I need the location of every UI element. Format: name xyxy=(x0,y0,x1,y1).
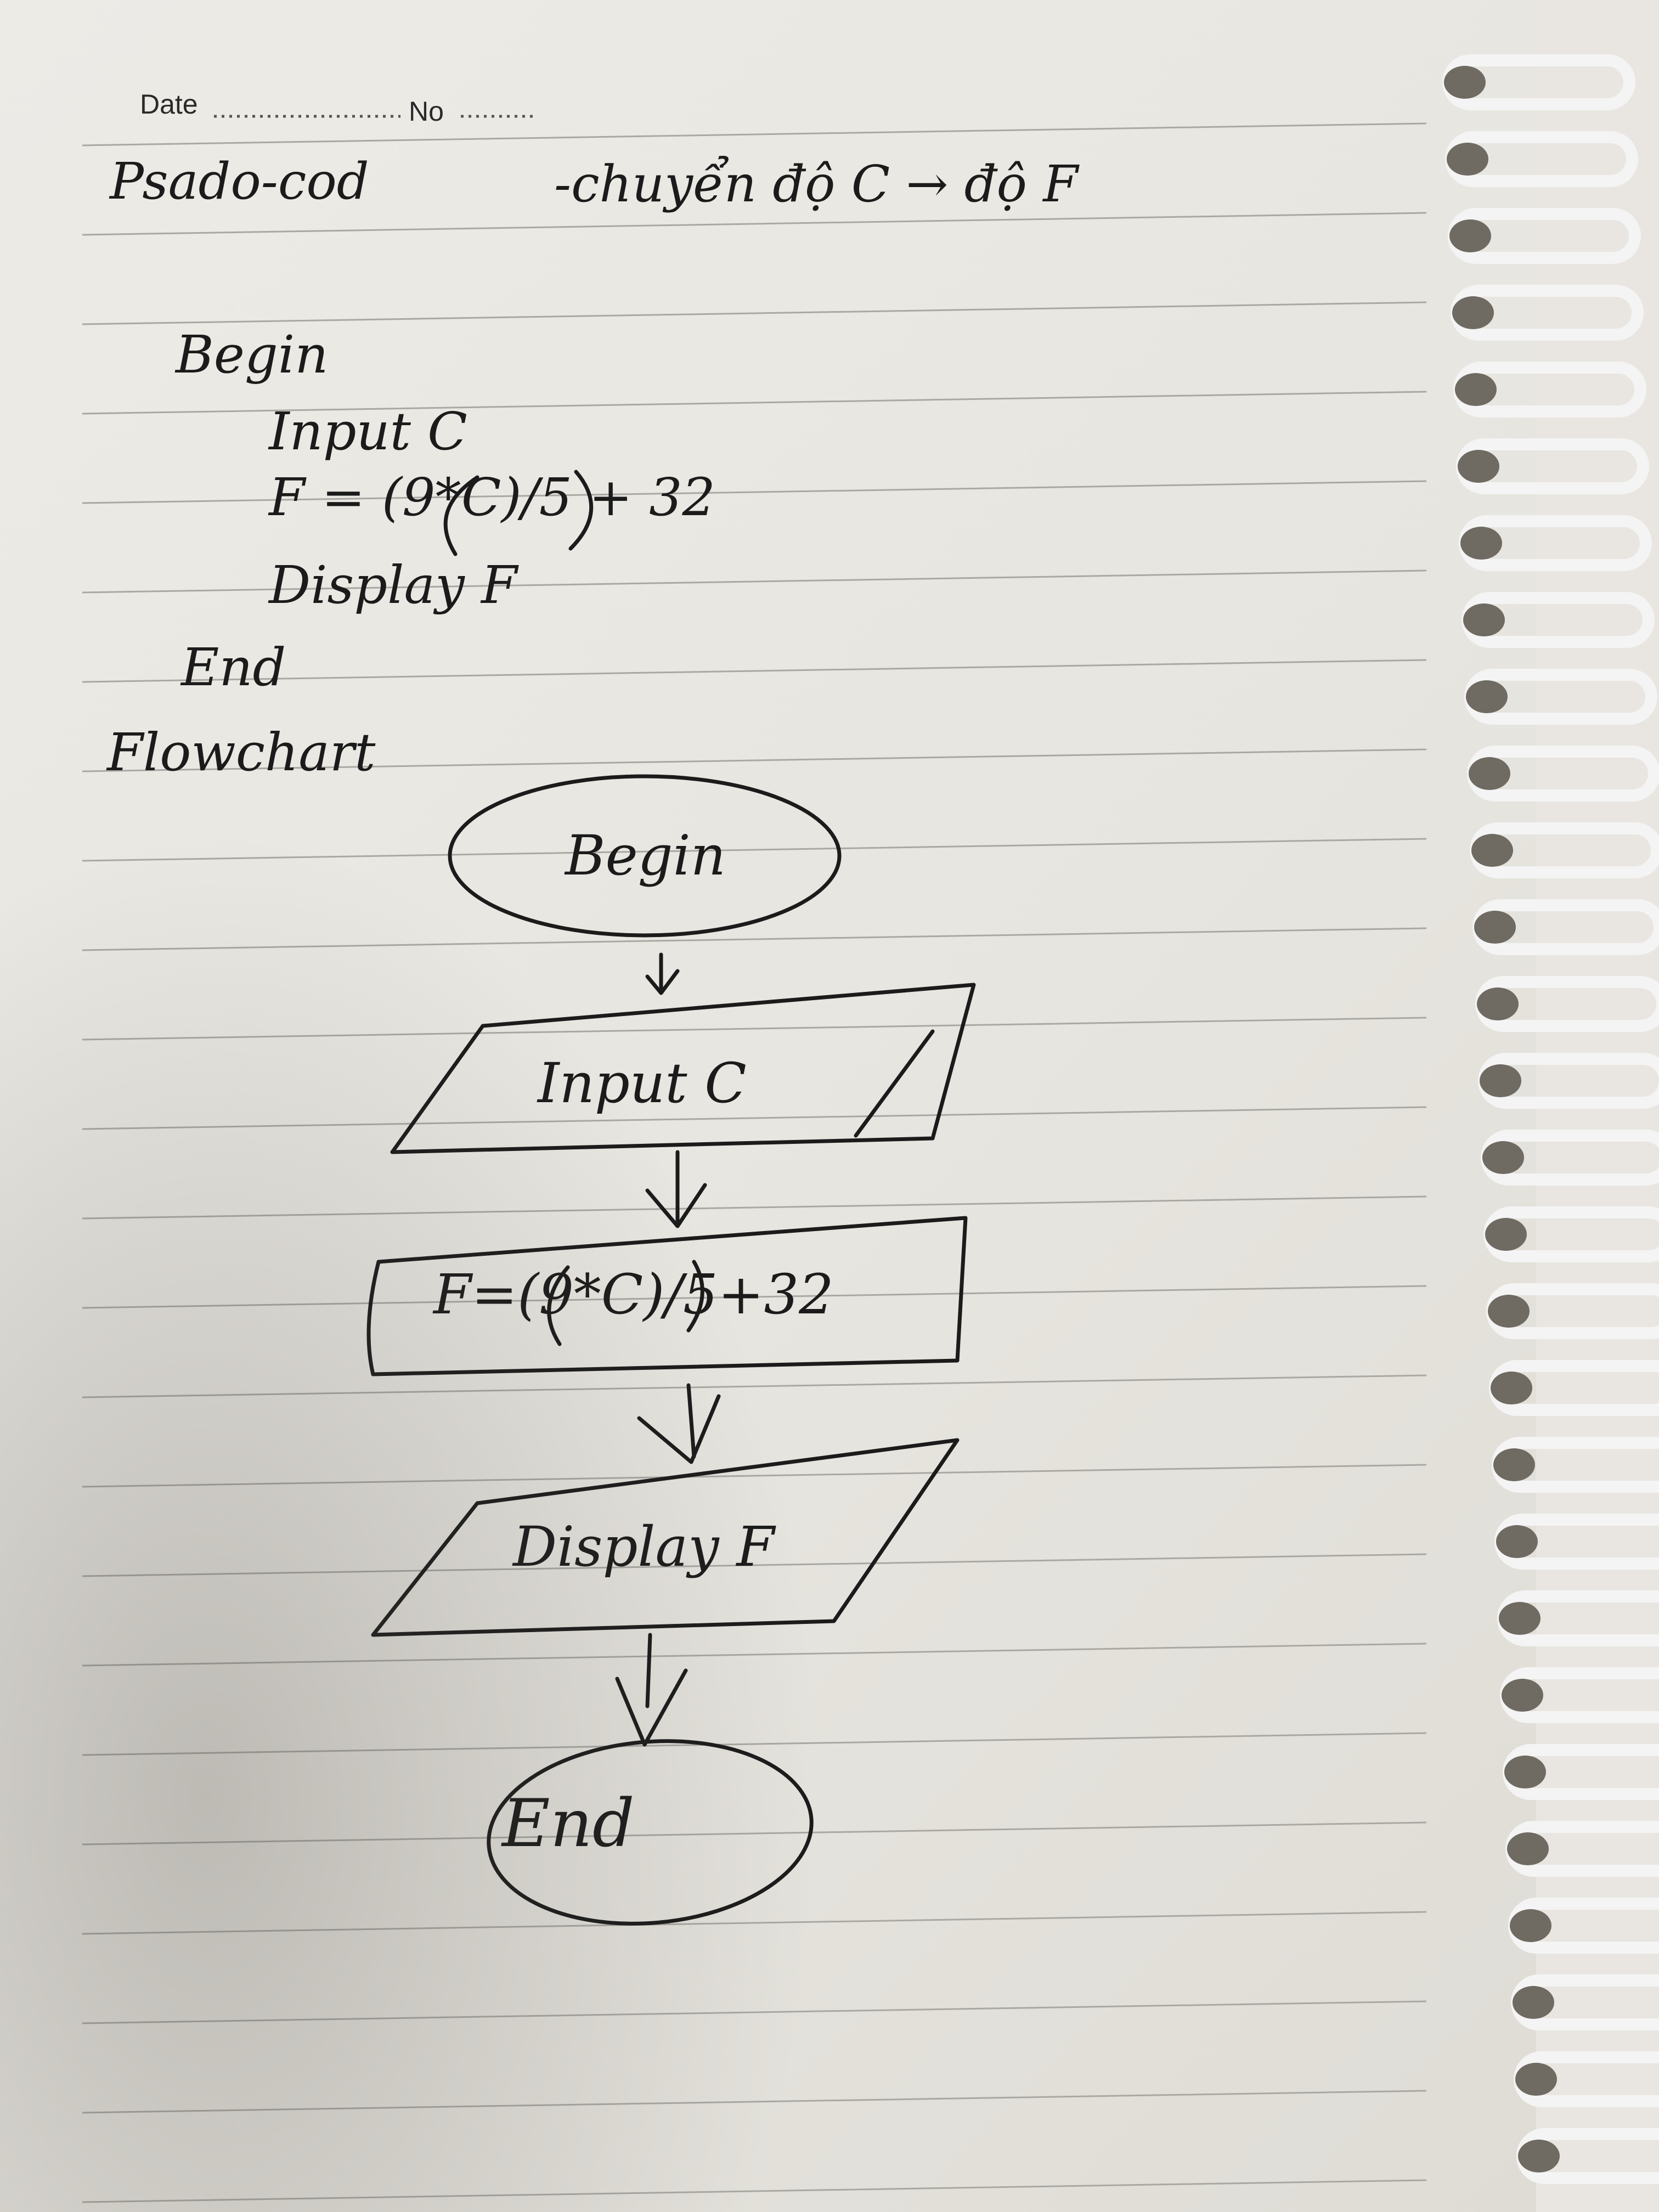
ruled-line xyxy=(82,569,1427,594)
flowchart-input-text: Input C xyxy=(538,1051,747,1115)
ruled-line xyxy=(82,1195,1427,1220)
ruled-line xyxy=(82,301,1427,325)
ruled-line xyxy=(82,2179,1427,2203)
ruled-line xyxy=(82,927,1427,951)
ruled-line xyxy=(82,1911,1427,1935)
display-parallelogram xyxy=(371,1438,960,1637)
spiral-hole xyxy=(1471,834,1513,867)
ruled-line xyxy=(82,838,1427,862)
ruled-line xyxy=(82,1821,1427,1846)
flowchart-paren-left xyxy=(547,1265,570,1346)
ruled-line xyxy=(82,2090,1427,2114)
spiral-hole xyxy=(1510,1909,1551,1942)
spiral-hole xyxy=(1460,527,1502,560)
spiral-hole xyxy=(1480,1064,1521,1097)
ruled-line xyxy=(82,1553,1427,1577)
pseudocode-line-end: End xyxy=(181,637,286,698)
arrow-1 xyxy=(645,952,680,995)
ruled-line xyxy=(82,1106,1427,1130)
flowchart-end-text: End xyxy=(502,1786,635,1862)
pseudocode-line-formula: F = (9*C)/5 + 32 xyxy=(269,467,715,528)
input-parallelogram xyxy=(390,983,976,1154)
process-rectangle xyxy=(366,1216,968,1376)
spiral-hole xyxy=(1449,219,1491,252)
spiral-hole xyxy=(1513,1986,1554,2019)
ruled-line xyxy=(82,212,1427,236)
spiral-hole xyxy=(1485,1218,1527,1251)
spiral-hole xyxy=(1496,1525,1538,1558)
spiral-hole xyxy=(1466,680,1508,713)
spiral-hole xyxy=(1463,603,1505,636)
pseudocode-subtitle: -chuyển độ C → độ F xyxy=(554,155,1079,213)
spiral-hole xyxy=(1491,1372,1532,1404)
spiral-hole xyxy=(1502,1679,1543,1712)
spiral-binding xyxy=(1442,54,1659,2184)
arrow-3 xyxy=(637,1383,721,1464)
spiral-hole xyxy=(1469,757,1510,790)
spiral-hole xyxy=(1458,450,1499,483)
ruled-line xyxy=(82,1464,1427,1488)
spiral-hole xyxy=(1444,66,1486,99)
flowchart-paren-right xyxy=(686,1260,704,1333)
flowchart-process-text: F=(9*C)/5+32 xyxy=(433,1262,834,1327)
pseudocode-line-display: Display F xyxy=(269,555,517,616)
begin-oval xyxy=(448,774,842,938)
input-corner-stroke xyxy=(854,1029,935,1138)
ruled-line xyxy=(82,1017,1427,1041)
ruled-line xyxy=(82,659,1427,683)
spiral-hole xyxy=(1452,296,1494,329)
date-label: Date xyxy=(140,89,198,120)
spiral-hole xyxy=(1493,1448,1535,1481)
spiral-hole xyxy=(1488,1295,1530,1328)
flowchart-begin-text: Begin xyxy=(565,823,726,888)
spiral-hole xyxy=(1515,2063,1557,2096)
ruled-line xyxy=(82,480,1427,504)
spiral-hole xyxy=(1455,373,1497,406)
flowchart-label: Flowchart xyxy=(107,723,376,783)
spiral-hole xyxy=(1474,911,1516,944)
spiral-hole xyxy=(1447,143,1488,176)
spiral-hole xyxy=(1507,1832,1549,1865)
flowchart-display-text: Display F xyxy=(513,1515,775,1579)
spiral-hole xyxy=(1482,1141,1524,1174)
end-oval xyxy=(487,1739,814,1926)
arrow-4 xyxy=(615,1633,688,1747)
ruled-line xyxy=(82,122,1427,146)
paren-left xyxy=(443,475,479,556)
ruled-line xyxy=(82,1285,1427,1309)
spiral-hole xyxy=(1504,1756,1546,1788)
ruled-line xyxy=(82,1374,1427,1398)
flowchart xyxy=(366,470,976,1926)
spiral-hole xyxy=(1499,1602,1541,1635)
arrow-2 xyxy=(645,1150,707,1228)
ruled-line xyxy=(82,748,1427,772)
ruled-line xyxy=(82,391,1427,415)
pseudocode-title: Psado-cod xyxy=(110,152,369,211)
pseudocode-line-input: Input C xyxy=(269,402,467,462)
paren-right xyxy=(568,470,594,551)
spiral-hole xyxy=(1477,988,1519,1020)
ruled-line xyxy=(82,1732,1427,1756)
ruled-line xyxy=(82,1643,1427,1667)
spiral-hole xyxy=(1518,2140,1560,2172)
ruled-lines xyxy=(82,122,1427,2203)
pseudocode-line-begin: Begin xyxy=(176,325,329,385)
ruled-line xyxy=(82,2000,1427,2024)
no-label: No xyxy=(409,96,444,127)
